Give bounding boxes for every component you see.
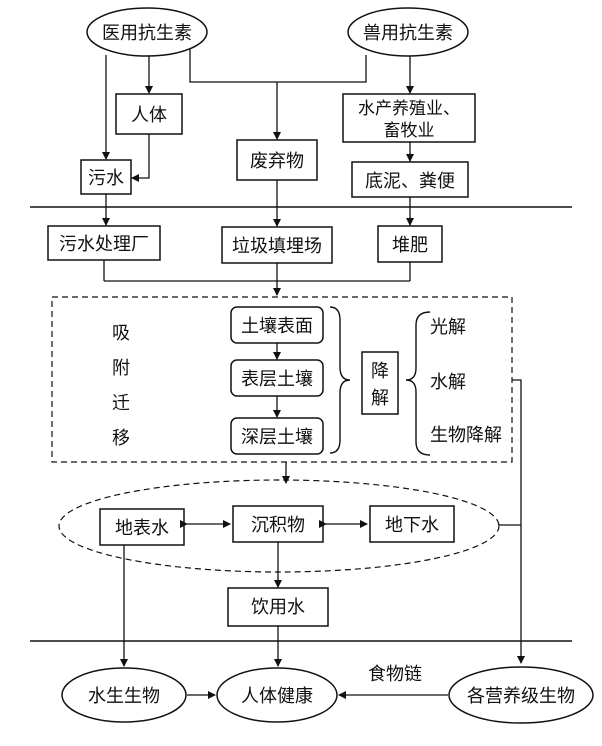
degradation-types-brace <box>405 311 431 456</box>
sediment-node: 沉积物 <box>232 505 324 543</box>
food-chain-label: 食物链 <box>368 664 422 685</box>
deep-soil-label: 深层土壤 <box>241 427 313 448</box>
water-system-region <box>58 479 500 573</box>
hydrolysis-label: 水解 <box>430 372 466 393</box>
sewage-node: 污水 <box>80 159 132 195</box>
groundwater-node: 地下水 <box>369 505 455 543</box>
trophic-organisms-node: 各营养级生物 <box>448 666 594 724</box>
surface-water-label: 地表水 <box>115 518 169 539</box>
drinking-water-label: 饮用水 <box>251 597 305 618</box>
aquaculture-livestock-line2: 畜牧业 <box>384 121 435 141</box>
groundwater-label: 地下水 <box>385 515 439 536</box>
aquaculture-livestock-line1: 水产养殖业、 <box>358 99 460 119</box>
waste-label: 废弃物 <box>250 151 304 172</box>
landfill-node: 垃圾填埋场 <box>221 226 333 264</box>
drinking-water-node: 饮用水 <box>227 587 329 627</box>
waste-node: 废弃物 <box>236 139 318 181</box>
medical-antibiotics-node: 医用抗生素 <box>86 7 208 57</box>
aquatic-organisms-node: 水生生物 <box>61 667 187 723</box>
sediment-manure-node: 底泥、粪便 <box>351 161 469 198</box>
surface-soil-label: 表层土壤 <box>241 369 313 390</box>
aquatic-organisms-label: 水生生物 <box>88 686 160 707</box>
trophic-organisms-label: 各营养级生物 <box>467 686 575 707</box>
degradation-node: 降 解 <box>361 351 399 415</box>
photolysis-label: 光解 <box>430 317 466 338</box>
soil-surface-label: 土壤表面 <box>241 316 313 337</box>
sewage-plant-label: 污水处理厂 <box>59 234 149 255</box>
human-health-node: 人体健康 <box>216 667 338 723</box>
compost-node: 堆肥 <box>377 225 443 263</box>
degradation-char-2: 解 <box>371 388 389 409</box>
adsorption-migration-char-3: 迁 <box>112 393 130 414</box>
soil-layers-brace <box>329 306 351 454</box>
human-body-node: 人体 <box>115 93 183 135</box>
sediment-manure-label: 底泥、粪便 <box>365 171 455 192</box>
degradation-char-1: 降 <box>371 361 389 382</box>
landfill-label: 垃圾填埋场 <box>232 236 322 257</box>
adsorption-migration-char-2: 附 <box>112 358 130 379</box>
surface-water-node: 地表水 <box>99 508 185 546</box>
compost-label: 堆肥 <box>392 235 428 256</box>
sewage-plant-node: 污水处理厂 <box>47 225 161 261</box>
adsorption-migration-char-4: 移 <box>112 428 130 449</box>
veterinary-antibiotics-label: 兽用抗生素 <box>363 23 453 44</box>
sediment-label: 沉积物 <box>251 515 305 536</box>
aquaculture-livestock-node: 水产养殖业、 畜牧业 <box>342 93 476 143</box>
deep-soil-node: 深层土壤 <box>230 417 324 455</box>
adsorption-migration-char-1: 吸 <box>112 323 130 344</box>
soil-surface-node: 土壤表面 <box>230 306 324 344</box>
human-health-label: 人体健康 <box>241 686 313 707</box>
biodegradation-label: 生物降解 <box>430 425 502 446</box>
veterinary-antibiotics-node: 兽用抗生素 <box>347 7 469 57</box>
medical-antibiotics-label: 医用抗生素 <box>102 23 192 44</box>
surface-soil-node: 表层土壤 <box>230 359 324 397</box>
human-body-label: 人体 <box>131 105 167 126</box>
sewage-label: 污水 <box>88 168 124 189</box>
